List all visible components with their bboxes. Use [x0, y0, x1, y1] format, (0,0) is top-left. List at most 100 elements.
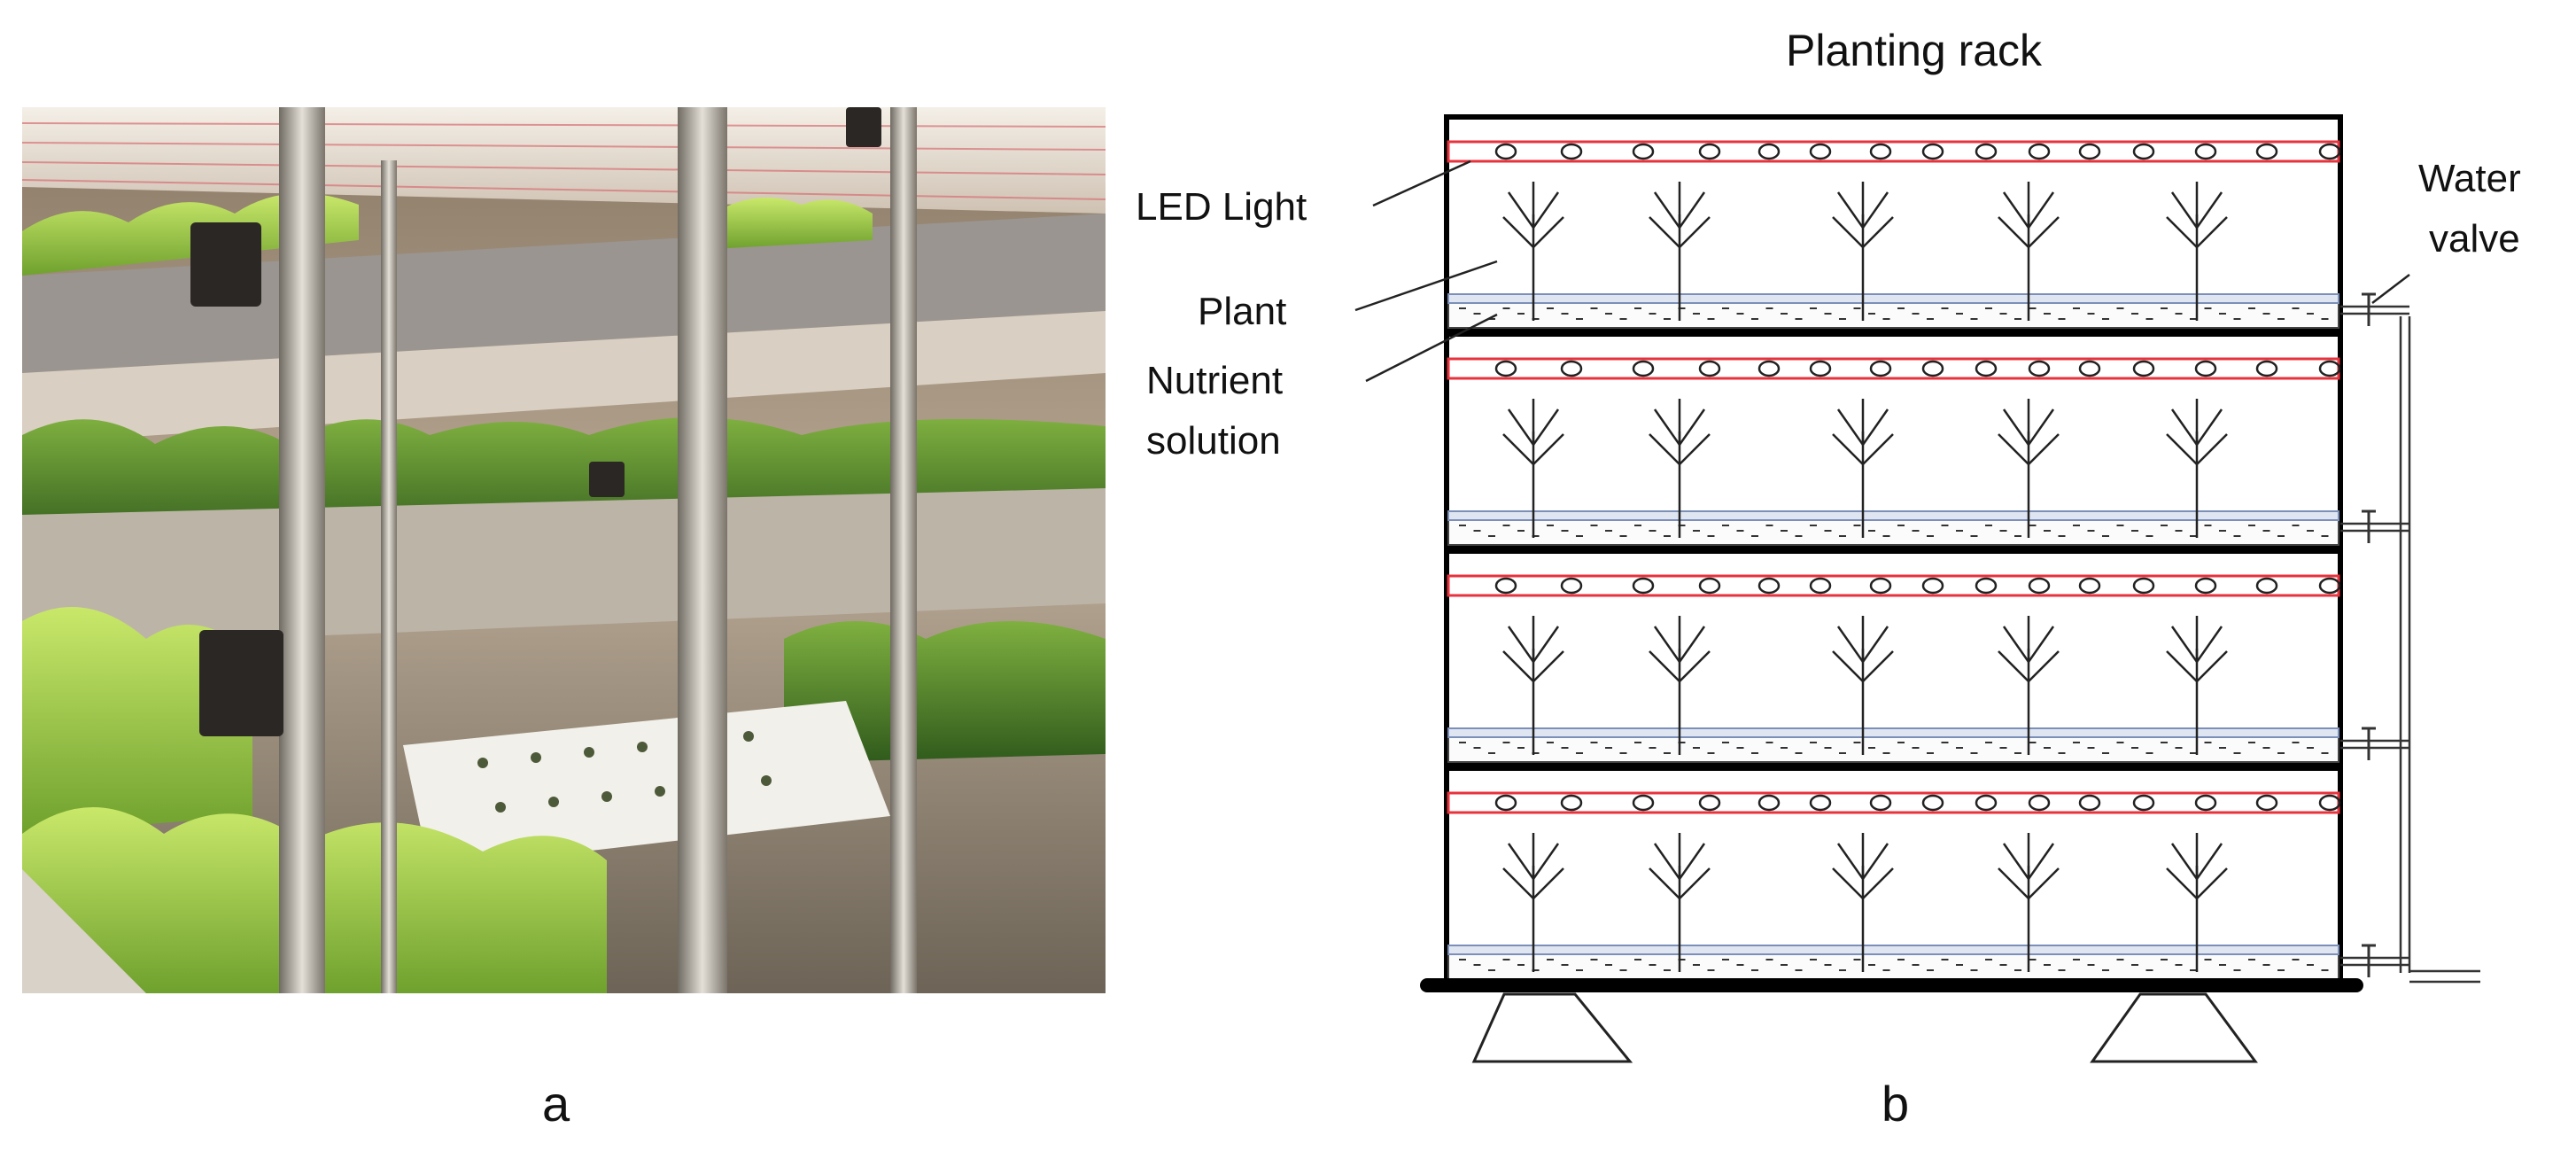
led-bulb — [1809, 143, 1832, 160]
led-bulb — [1809, 360, 1832, 377]
label-plant: Plant — [1198, 290, 1287, 333]
panel-b-caption: b — [1882, 1076, 1910, 1132]
rack-base — [1420, 978, 2363, 992]
led-bulb — [2255, 143, 2278, 160]
rack-drawing — [1354, 114, 2480, 1063]
led-bulb — [1560, 577, 1583, 595]
led-bulb — [1869, 794, 1892, 812]
tray-mesh — [1447, 945, 2339, 955]
led-bulb — [2194, 794, 2217, 812]
lettuce-lower-right — [784, 621, 1106, 763]
led-bulb — [2078, 794, 2101, 812]
plant-leaves-lower — [1649, 867, 1711, 900]
tray-mesh — [1447, 510, 2339, 521]
rack-foot-left — [1471, 992, 1633, 1063]
plant-leaves-lower — [1832, 433, 1894, 466]
led-grid-lines — [22, 122, 1106, 200]
led-bulb — [1494, 143, 1517, 160]
led-bulb — [2028, 794, 2051, 812]
vertical-farm-photo — [22, 107, 1106, 993]
plant-leaves-lower — [2166, 433, 2228, 466]
tray-mesh — [1447, 727, 2339, 738]
rack-pole-2 — [678, 107, 727, 993]
plant-leaves-lower — [1649, 650, 1711, 683]
plant-leaves-lower — [1998, 650, 2060, 683]
led-bulb — [2132, 577, 2155, 595]
plant-leaves-lower — [1502, 216, 1564, 249]
plant-leaves-lower — [1998, 867, 2060, 900]
plant-leaves-lower — [1502, 867, 1564, 900]
led-bulb — [2028, 143, 2051, 160]
plant-leaves-lower — [2166, 650, 2228, 683]
label-nutrient-line2: solution — [1146, 419, 1281, 463]
led-bulb — [1560, 360, 1583, 377]
led-bulb — [1975, 577, 1998, 595]
lettuce-top-right — [713, 198, 873, 249]
led-bulb — [1869, 360, 1892, 377]
led-bulb — [2194, 577, 2217, 595]
led-bulb — [1757, 794, 1781, 812]
led-bulb — [2318, 794, 2341, 812]
led-bulb — [1632, 360, 1655, 377]
led-bulb — [1975, 143, 1998, 160]
led-bulb — [1921, 360, 1944, 377]
leader-water-valve — [2371, 274, 2410, 304]
rack-pole-4 — [381, 160, 397, 993]
plant-leaves-lower — [1649, 216, 1711, 249]
plant-leaves-lower — [1502, 433, 1564, 466]
led-bulb — [1698, 143, 1721, 160]
label-water-line1: Water — [2418, 157, 2521, 200]
rack-pole-1 — [279, 107, 325, 993]
label-led-light: LED Light — [1136, 185, 1307, 229]
led-bulb — [1975, 360, 1998, 377]
seedling-tray — [403, 701, 890, 869]
plant-leaves-lower — [2166, 867, 2228, 900]
led-bulb — [2132, 360, 2155, 377]
led-bulb — [2255, 577, 2278, 595]
led-bulb — [1975, 794, 1998, 812]
tray-mesh — [1447, 293, 2339, 304]
led-bulb — [1921, 577, 1944, 595]
led-bulb — [1698, 794, 1721, 812]
rack-pole-3 — [890, 107, 917, 993]
led-bulb — [2078, 143, 2101, 160]
panel-a-caption: a — [542, 1076, 570, 1132]
led-bulb — [1869, 143, 1892, 160]
pump-device-3 — [589, 462, 625, 497]
led-bulb — [1560, 143, 1583, 160]
pump-device-1 — [190, 222, 261, 307]
led-bulb — [1757, 143, 1781, 160]
led-bulb — [1494, 360, 1517, 377]
led-bulb — [1809, 577, 1832, 595]
leader-led-light — [1372, 159, 1471, 207]
led-bulb — [1494, 794, 1517, 812]
led-bulb — [2132, 143, 2155, 160]
pump-device-4 — [846, 107, 881, 147]
led-bulb — [1869, 577, 1892, 595]
led-bulb — [2078, 577, 2101, 595]
led-bulb — [1698, 360, 1721, 377]
plant-leaves-lower — [1502, 650, 1564, 683]
plant-leaves-lower — [1998, 433, 2060, 466]
plant-leaves-lower — [1998, 216, 2060, 249]
plant-leaves-lower — [2166, 216, 2228, 249]
led-bulb — [1560, 794, 1583, 812]
led-bulb — [1921, 794, 1944, 812]
label-water-line2: valve — [2429, 217, 2520, 261]
led-bulb — [1632, 577, 1655, 595]
shelf-tray-bottom — [22, 869, 146, 993]
led-bulb — [2078, 360, 2101, 377]
led-bulb — [2194, 360, 2217, 377]
led-bulb — [2318, 577, 2341, 595]
led-bulb — [1757, 360, 1781, 377]
led-bulb — [1809, 794, 1832, 812]
led-bulb — [1698, 577, 1721, 595]
led-bulb — [1632, 143, 1655, 160]
led-bulb — [2194, 143, 2217, 160]
leader-plant — [1354, 260, 1498, 312]
plant-leaves-lower — [1832, 867, 1894, 900]
rack-foot-right — [2090, 992, 2258, 1063]
pump-device-2 — [199, 630, 283, 736]
led-bulb — [2132, 794, 2155, 812]
plant-leaves-lower — [1649, 433, 1711, 466]
